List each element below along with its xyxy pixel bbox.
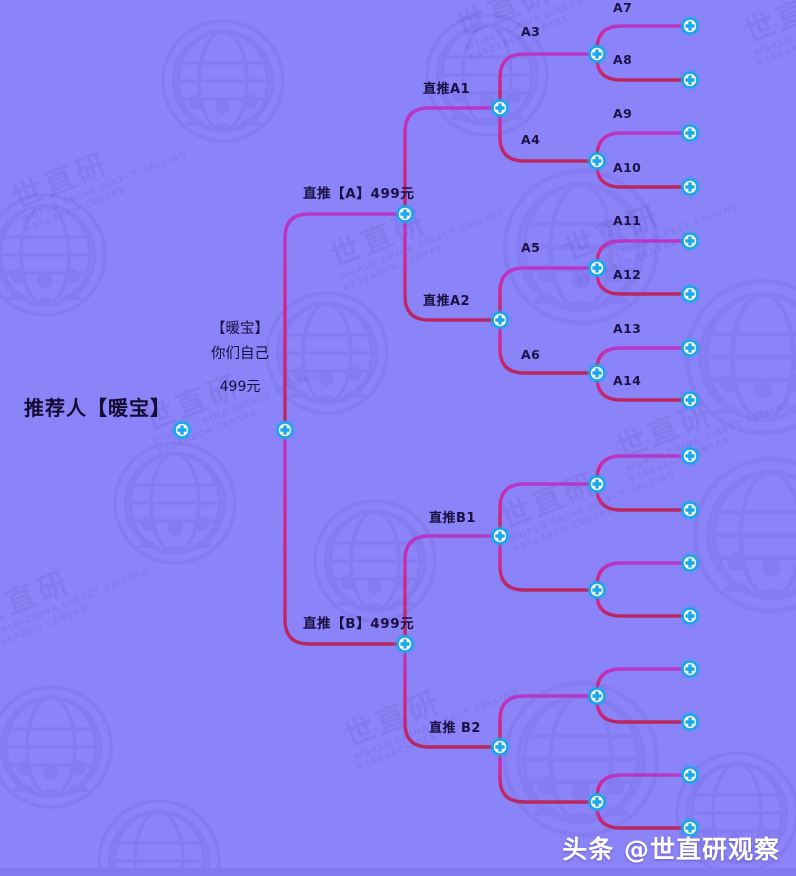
node-a4[interactable]	[586, 150, 608, 172]
node-leaf-b7[interactable]	[679, 764, 701, 786]
node-a5[interactable]	[586, 257, 608, 279]
node-leaf-b5[interactable]	[679, 658, 701, 680]
node-b4[interactable]	[586, 579, 608, 601]
node-leaf-b4[interactable]	[679, 605, 701, 627]
node-leaf-a10[interactable]	[679, 176, 701, 198]
tree-nodes[interactable]	[171, 15, 701, 839]
footer-attribution: 头条 @世直研观察	[0, 820, 796, 876]
node-leaf-a13[interactable]	[679, 337, 701, 359]
node-b2[interactable]	[489, 736, 511, 758]
node-referrer[interactable]	[171, 419, 193, 441]
node-self[interactable]	[274, 419, 296, 441]
node-a3[interactable]	[586, 43, 608, 65]
node-leaf-b3[interactable]	[679, 552, 701, 574]
node-leaf-a7[interactable]	[679, 15, 701, 37]
node-b6[interactable]	[586, 791, 608, 813]
node-b5[interactable]	[586, 685, 608, 707]
tree-edges	[0, 24, 692, 830]
node-a2[interactable]	[489, 309, 511, 331]
node-leaf-a9[interactable]	[679, 122, 701, 144]
node-a1[interactable]	[489, 97, 511, 119]
node-b1[interactable]	[489, 525, 511, 547]
bottom-bar	[0, 868, 796, 876]
node-branch-b[interactable]	[394, 633, 416, 655]
node-leaf-a12[interactable]	[679, 283, 701, 305]
node-leaf-a14[interactable]	[679, 389, 701, 411]
node-b3[interactable]	[586, 473, 608, 495]
node-branch-a[interactable]	[394, 203, 416, 225]
node-leaf-a11[interactable]	[679, 230, 701, 252]
node-a6[interactable]	[586, 362, 608, 384]
footer-text: 头条 @世直研观察	[562, 835, 780, 864]
node-leaf-b1[interactable]	[679, 445, 701, 467]
node-leaf-b2[interactable]	[679, 499, 701, 521]
node-leaf-a8[interactable]	[679, 69, 701, 91]
node-leaf-b6[interactable]	[679, 711, 701, 733]
